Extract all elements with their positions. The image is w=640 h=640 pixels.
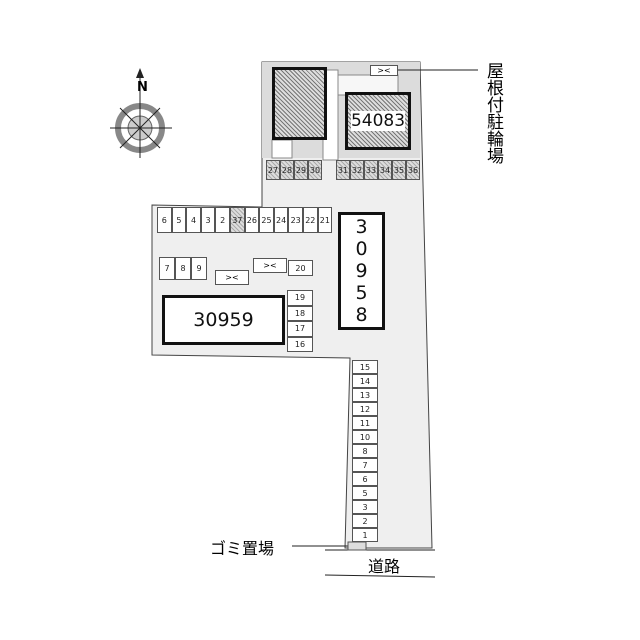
parking-space: 6: [157, 207, 172, 233]
parking-space: 24: [273, 207, 289, 233]
parking-space: 19: [287, 290, 313, 306]
parking-space: 2: [352, 514, 378, 528]
parking-space: 34: [378, 160, 392, 180]
building-30959: 30959: [162, 295, 285, 345]
parking-space: 36: [406, 160, 420, 180]
bike-marker: ><: [370, 65, 398, 76]
compass: [110, 68, 172, 158]
road-edge: [324, 574, 436, 578]
parking-space: 25: [259, 207, 274, 233]
parking-space: 13: [352, 388, 378, 402]
parking-space: 31: [336, 160, 350, 180]
vehicle-marker: ><: [253, 258, 287, 273]
north-label: N: [137, 80, 148, 95]
parking-space: 28: [280, 160, 294, 180]
parking-space: 3: [352, 500, 378, 514]
parking-space: 37: [230, 207, 245, 233]
parking-space: 22: [303, 207, 318, 233]
parking-space: 2: [215, 207, 230, 233]
parking-space: 20: [288, 260, 313, 276]
parking-space: 11: [352, 416, 378, 430]
parking-space: 10: [352, 430, 378, 444]
road-label: 道路: [368, 557, 401, 576]
building-number: 30959: [193, 309, 254, 331]
parking-space: 8: [175, 257, 191, 280]
parking-space: 33: [364, 160, 378, 180]
parking-space: 15: [352, 360, 378, 374]
parking-space: 5: [352, 486, 378, 500]
building-number: 54083: [350, 111, 406, 131]
parking-space: 26: [244, 207, 260, 233]
parking-space: 4: [186, 207, 201, 233]
building-left-upper: [272, 67, 327, 140]
building-number: 30958: [350, 216, 373, 326]
bike-parking-label: 屋根付駐輪場: [483, 62, 503, 164]
building-30958: 30958: [338, 212, 385, 330]
parking-space: 17: [287, 321, 313, 337]
parking-space: 27: [266, 160, 280, 180]
parking-space: 7: [159, 257, 175, 280]
parking-space: 1: [352, 528, 378, 542]
parking-space: 35: [392, 160, 406, 180]
parking-space: 9: [191, 257, 207, 280]
building-54083: 54083: [345, 92, 411, 150]
parking-space: 7: [352, 458, 378, 472]
parking-space: 6: [352, 472, 378, 486]
parking-space: 12: [352, 402, 378, 416]
vehicle-marker: ><: [215, 270, 249, 285]
parking-space: 32: [350, 160, 364, 180]
parking-space: 16: [287, 336, 313, 352]
garbage-label: ゴミ置場: [210, 539, 275, 558]
parking-space: 21: [317, 207, 333, 233]
parking-space: 3: [200, 207, 216, 233]
parking-space: 5: [171, 207, 187, 233]
parking-space: 18: [287, 305, 313, 321]
parking-space: 8: [352, 444, 378, 458]
parking-space: 30: [308, 160, 322, 180]
parking-space: 29: [294, 160, 308, 180]
garbage-area: [347, 541, 367, 551]
parking-space: 23: [288, 207, 303, 233]
parking-space: 14: [352, 374, 378, 388]
